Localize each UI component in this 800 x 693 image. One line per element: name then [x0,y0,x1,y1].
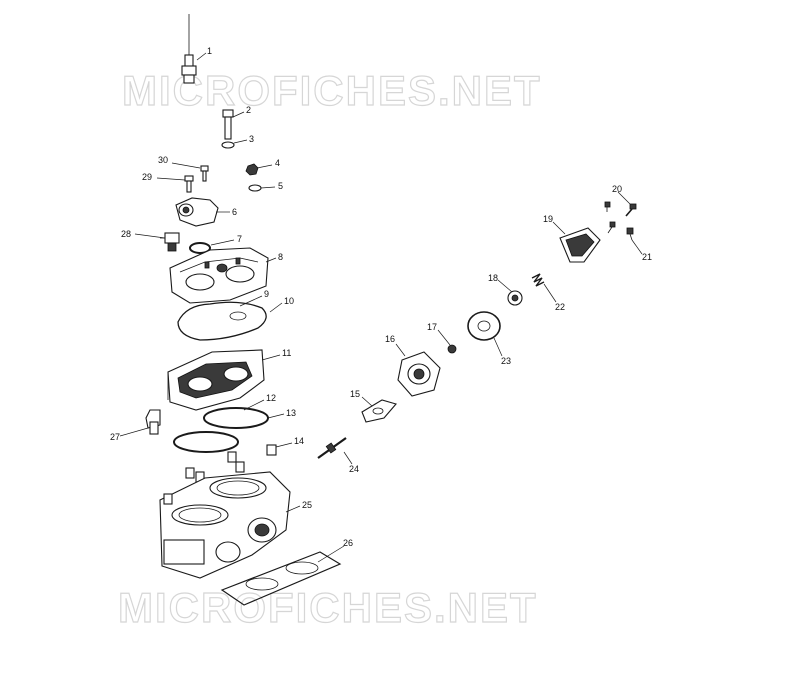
callout-7: 7 [237,234,242,244]
part-spring [531,273,545,287]
callout-28: 28 [121,229,131,239]
callout-14: 14 [294,436,304,446]
callout-4: 4 [275,158,280,168]
callout-20: 20 [612,184,622,194]
callout-5: 5 [278,181,283,191]
part-head-gasket [177,301,267,341]
callout-2: 2 [246,105,251,115]
callout-16: 16 [385,334,395,344]
callout-24: 24 [349,464,359,474]
part-diaphragm [467,311,501,341]
callout-9: 9 [264,289,269,299]
callout-22: 22 [555,302,565,312]
part-small-nut [447,344,457,354]
part-washer-small [248,184,262,192]
callout-25: 25 [302,500,312,510]
part-washer [221,141,235,149]
part-o-ring-large-2 [173,431,239,453]
callout-13: 13 [286,408,296,418]
callout-17: 17 [427,322,437,332]
callout-11: 11 [282,348,291,358]
leader-lines [119,52,643,563]
callout-29: 29 [142,172,152,182]
callout-1: 1 [207,46,212,56]
callout-27: 27 [110,432,120,442]
part-thermostat-housing [175,197,219,227]
callout-19: 19 [543,214,553,224]
callout-12: 12 [266,393,276,403]
part-cup [507,290,523,306]
callout-18: 18 [488,273,498,283]
callout-30: 30 [158,155,168,165]
part-cylinder-block [159,471,291,579]
part-elbow-fitting [145,409,161,435]
part-temperature-sensor [181,14,197,84]
part-bolt [222,109,234,140]
part-head-cover [169,247,269,304]
part-o-ring-large-1 [203,407,269,429]
part-screws [184,165,209,193]
callout-10: 10 [284,296,294,306]
part-o-ring [189,242,211,254]
part-valve-cover [559,227,601,263]
part-valve-housing [397,351,441,397]
watermark-bottom: MICROFICHES.NET [118,584,538,631]
part-valve-rod [317,437,347,459]
part-fitting [160,232,180,252]
callout-23: 23 [501,356,511,366]
callout-15: 15 [350,389,360,399]
part-cylinder-head [167,349,265,411]
part-nut [245,163,259,176]
part-reed-gasket [361,399,397,423]
callout-6: 6 [232,207,237,217]
part-base-gasket [220,551,342,606]
callout-21: 21 [642,252,652,262]
callout-26: 26 [343,538,353,548]
part-cover-screws [604,201,637,241]
callout-3: 3 [249,134,254,144]
callout-labels: 1 2 3 4 5 6 7 8 9 10 11 12 13 14 15 16 1… [110,46,652,548]
callout-8: 8 [278,252,283,262]
